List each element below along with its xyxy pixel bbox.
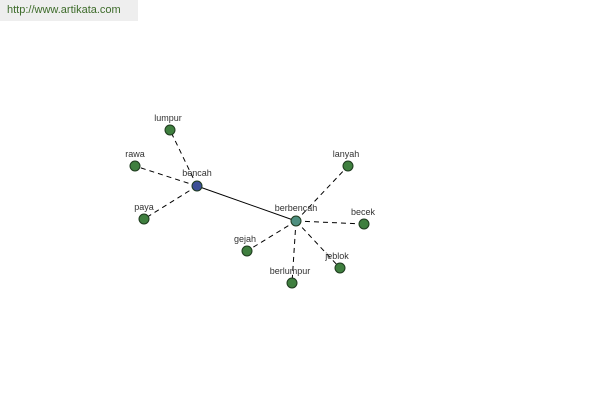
edge-bencah-rawa (134, 165, 198, 187)
node-label-rawa[interactable]: rawa (125, 149, 145, 159)
edge-berbencah-berlumpur (291, 220, 297, 284)
edges-layer (134, 129, 365, 284)
node-label-lumpur[interactable]: lumpur (154, 113, 182, 123)
edge-berbencah-gejah (246, 220, 297, 252)
edge-bencah-lumpur (169, 129, 198, 187)
node-berbencah[interactable] (290, 215, 302, 227)
node-paya[interactable] (138, 213, 150, 225)
node-becek[interactable] (358, 218, 370, 230)
node-lanyah[interactable] (342, 160, 354, 172)
edge-bencah-paya (143, 185, 198, 220)
edge-berbencah-lanyah (295, 165, 349, 222)
labels-layer: bencah berbencah lumpur rawa paya lanyah becek… (125, 113, 375, 276)
edge-berbencah-jeblok (295, 220, 341, 269)
node-gejah[interactable] (241, 245, 253, 257)
node-label-berlumpur[interactable]: berlumpur (270, 266, 311, 276)
node-label-lanyah[interactable]: lanyah (333, 149, 360, 159)
node-label-bencah[interactable]: bencah (182, 168, 212, 178)
node-label-jeblok[interactable]: jeblok (324, 251, 349, 261)
node-label-gejah[interactable]: gejah (234, 234, 256, 244)
node-rawa[interactable] (129, 160, 141, 172)
nodes-layer (129, 124, 370, 289)
edge-berbencah-becek (295, 220, 365, 225)
site-watermark: http://www.artikata.com (0, 0, 138, 21)
node-lumpur[interactable] (164, 124, 176, 136)
node-label-paya[interactable]: paya (134, 202, 154, 212)
edge-bencah-berbencah (196, 185, 297, 222)
node-label-berbencah[interactable]: berbencah (275, 203, 318, 213)
node-jeblok[interactable] (334, 262, 346, 274)
node-berlumpur[interactable] (286, 277, 298, 289)
node-label-becek[interactable]: becek (351, 207, 376, 217)
node-bencah[interactable] (191, 180, 203, 192)
